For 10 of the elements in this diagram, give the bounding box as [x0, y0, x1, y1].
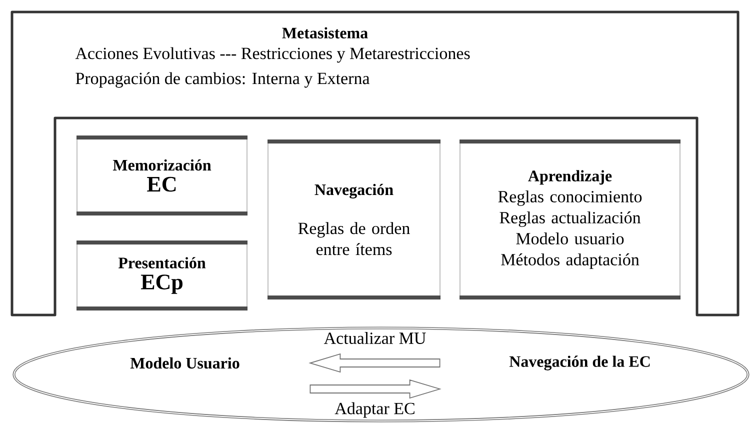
node-label: Navegación de la EC	[509, 356, 650, 370]
module-box: Memorización EC	[76, 136, 248, 216]
module-box: Navegación Reglas de orden entre ítems	[268, 140, 440, 300]
user-model-ellipse	[12, 326, 750, 422]
edge-label: Actualizar MU	[324, 332, 426, 344]
block-arrow	[310, 379, 442, 399]
node-label: Modelo Usuario	[130, 357, 240, 369]
module-box: Presentación ECp	[76, 240, 248, 310]
module-box: Aprendizaje Reglas conocimiento Reglas actualización Modelo usuario Métodos adaptación	[460, 140, 681, 300]
edge-label: Adaptar EC	[334, 402, 414, 418]
